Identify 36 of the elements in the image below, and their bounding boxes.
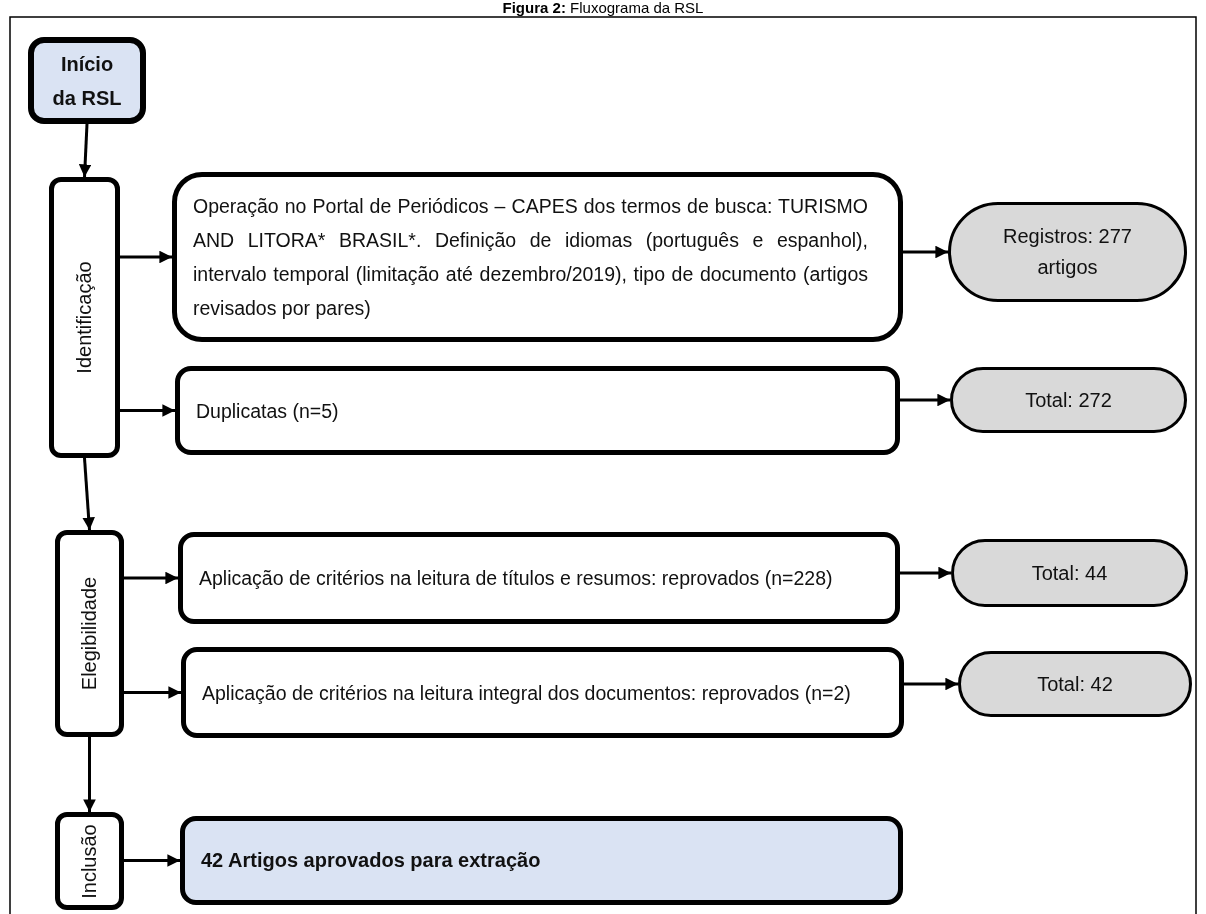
result-text: 42 Artigos aprovados para extração [201,849,541,872]
process-box [181,647,904,738]
count-text: Total: 42 [1037,671,1113,697]
arrow [82,457,95,531]
start-label: Início da RSL [51,51,123,111]
arrow [900,566,951,580]
arrow [124,686,181,699]
count-text: Total: 272 [1025,387,1112,413]
final-box [180,816,903,905]
result-box [958,651,1192,717]
arrow [120,404,175,417]
phase-label: Inclusão [78,823,101,899]
process-box [178,532,900,624]
step-text: Aplicação de critérios na leitura de títulos e resumos: reprovados (n=228) [199,566,834,591]
arrow [904,677,958,691]
arrow [83,737,96,812]
start-box [28,37,146,124]
phase-box [55,812,124,910]
arrow [900,393,950,407]
count-text: Total: 44 [1031,560,1108,586]
process-box [172,172,903,342]
phase-box [49,177,120,458]
arrow [124,854,180,867]
count-text: Registros: 277 artigos [1002,224,1133,280]
arrow [120,250,172,264]
phase-label: Identificação [73,261,96,374]
figure-title: Figura 2: Fluxograma da RSL [502,0,704,16]
phase-label: Elegibilidade [78,576,101,691]
arrow [124,571,178,585]
arrow [903,245,948,259]
step-text: Operação no Portal de Periódicos – CAPES dos termos de busca: TURISMO AND LITORA* BRASIL*. Definição de idiomas (português e espanhol), intervalo temporal (limitação até dezembro/2019), tipo de documento (artigos revisados por pares) [193,194,868,321]
step-text: Duplicatas (n=5) [196,398,340,424]
arrow [78,123,92,178]
process-box [175,366,900,455]
step-text: Aplicação de critérios na leitura integral dos documentos: reprovados (n=2) [202,680,852,706]
phase-box [55,530,124,737]
